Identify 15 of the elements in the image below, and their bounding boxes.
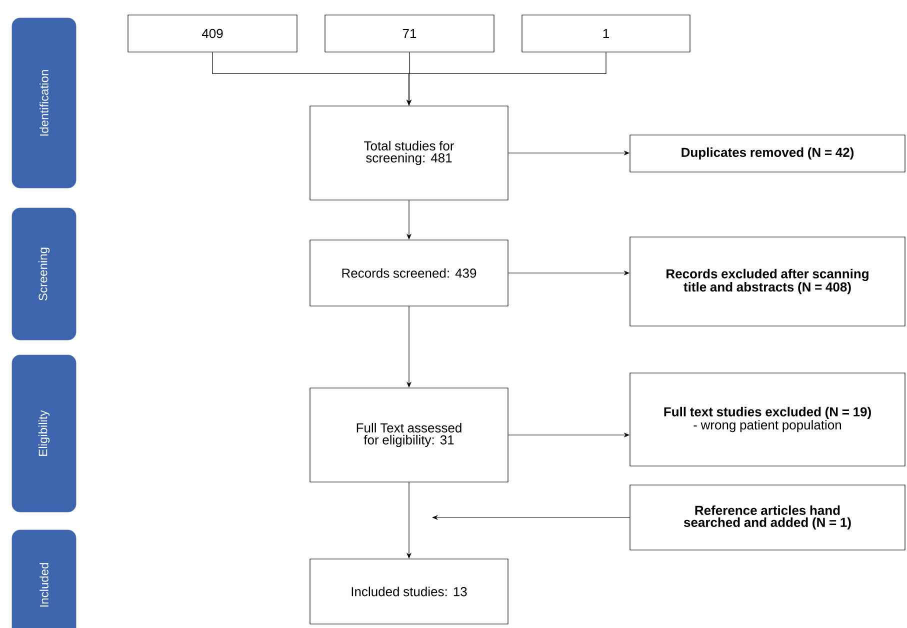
exclusion-box: Reference articles hand searched and added (N = 1) xyxy=(630,484,906,550)
process-box: 1 xyxy=(522,14,690,52)
process-box: Full Text assessed for eligibility: 31 xyxy=(310,388,508,482)
process-box: 409 xyxy=(128,14,298,52)
phase-band: Included xyxy=(12,530,76,628)
exclusion-box: Records excluded after scanning title and abstracts (N = 408) xyxy=(630,236,906,326)
phase-band: Eligibility xyxy=(12,354,76,512)
phase-band: Screening xyxy=(12,208,76,340)
process-box: 71 xyxy=(324,14,494,52)
exclusion-box: Full text studies excluded (N = 19) - wrong patient population xyxy=(630,372,906,466)
exclusion-box: Duplicates removed (N = 42) xyxy=(630,134,906,172)
process-box: Total studies for screening: 481 xyxy=(310,106,508,200)
process-box: Records screened: 439 xyxy=(310,240,508,306)
phase-band: Identification xyxy=(12,18,76,188)
process-box: Included studies: 13 xyxy=(310,558,508,624)
